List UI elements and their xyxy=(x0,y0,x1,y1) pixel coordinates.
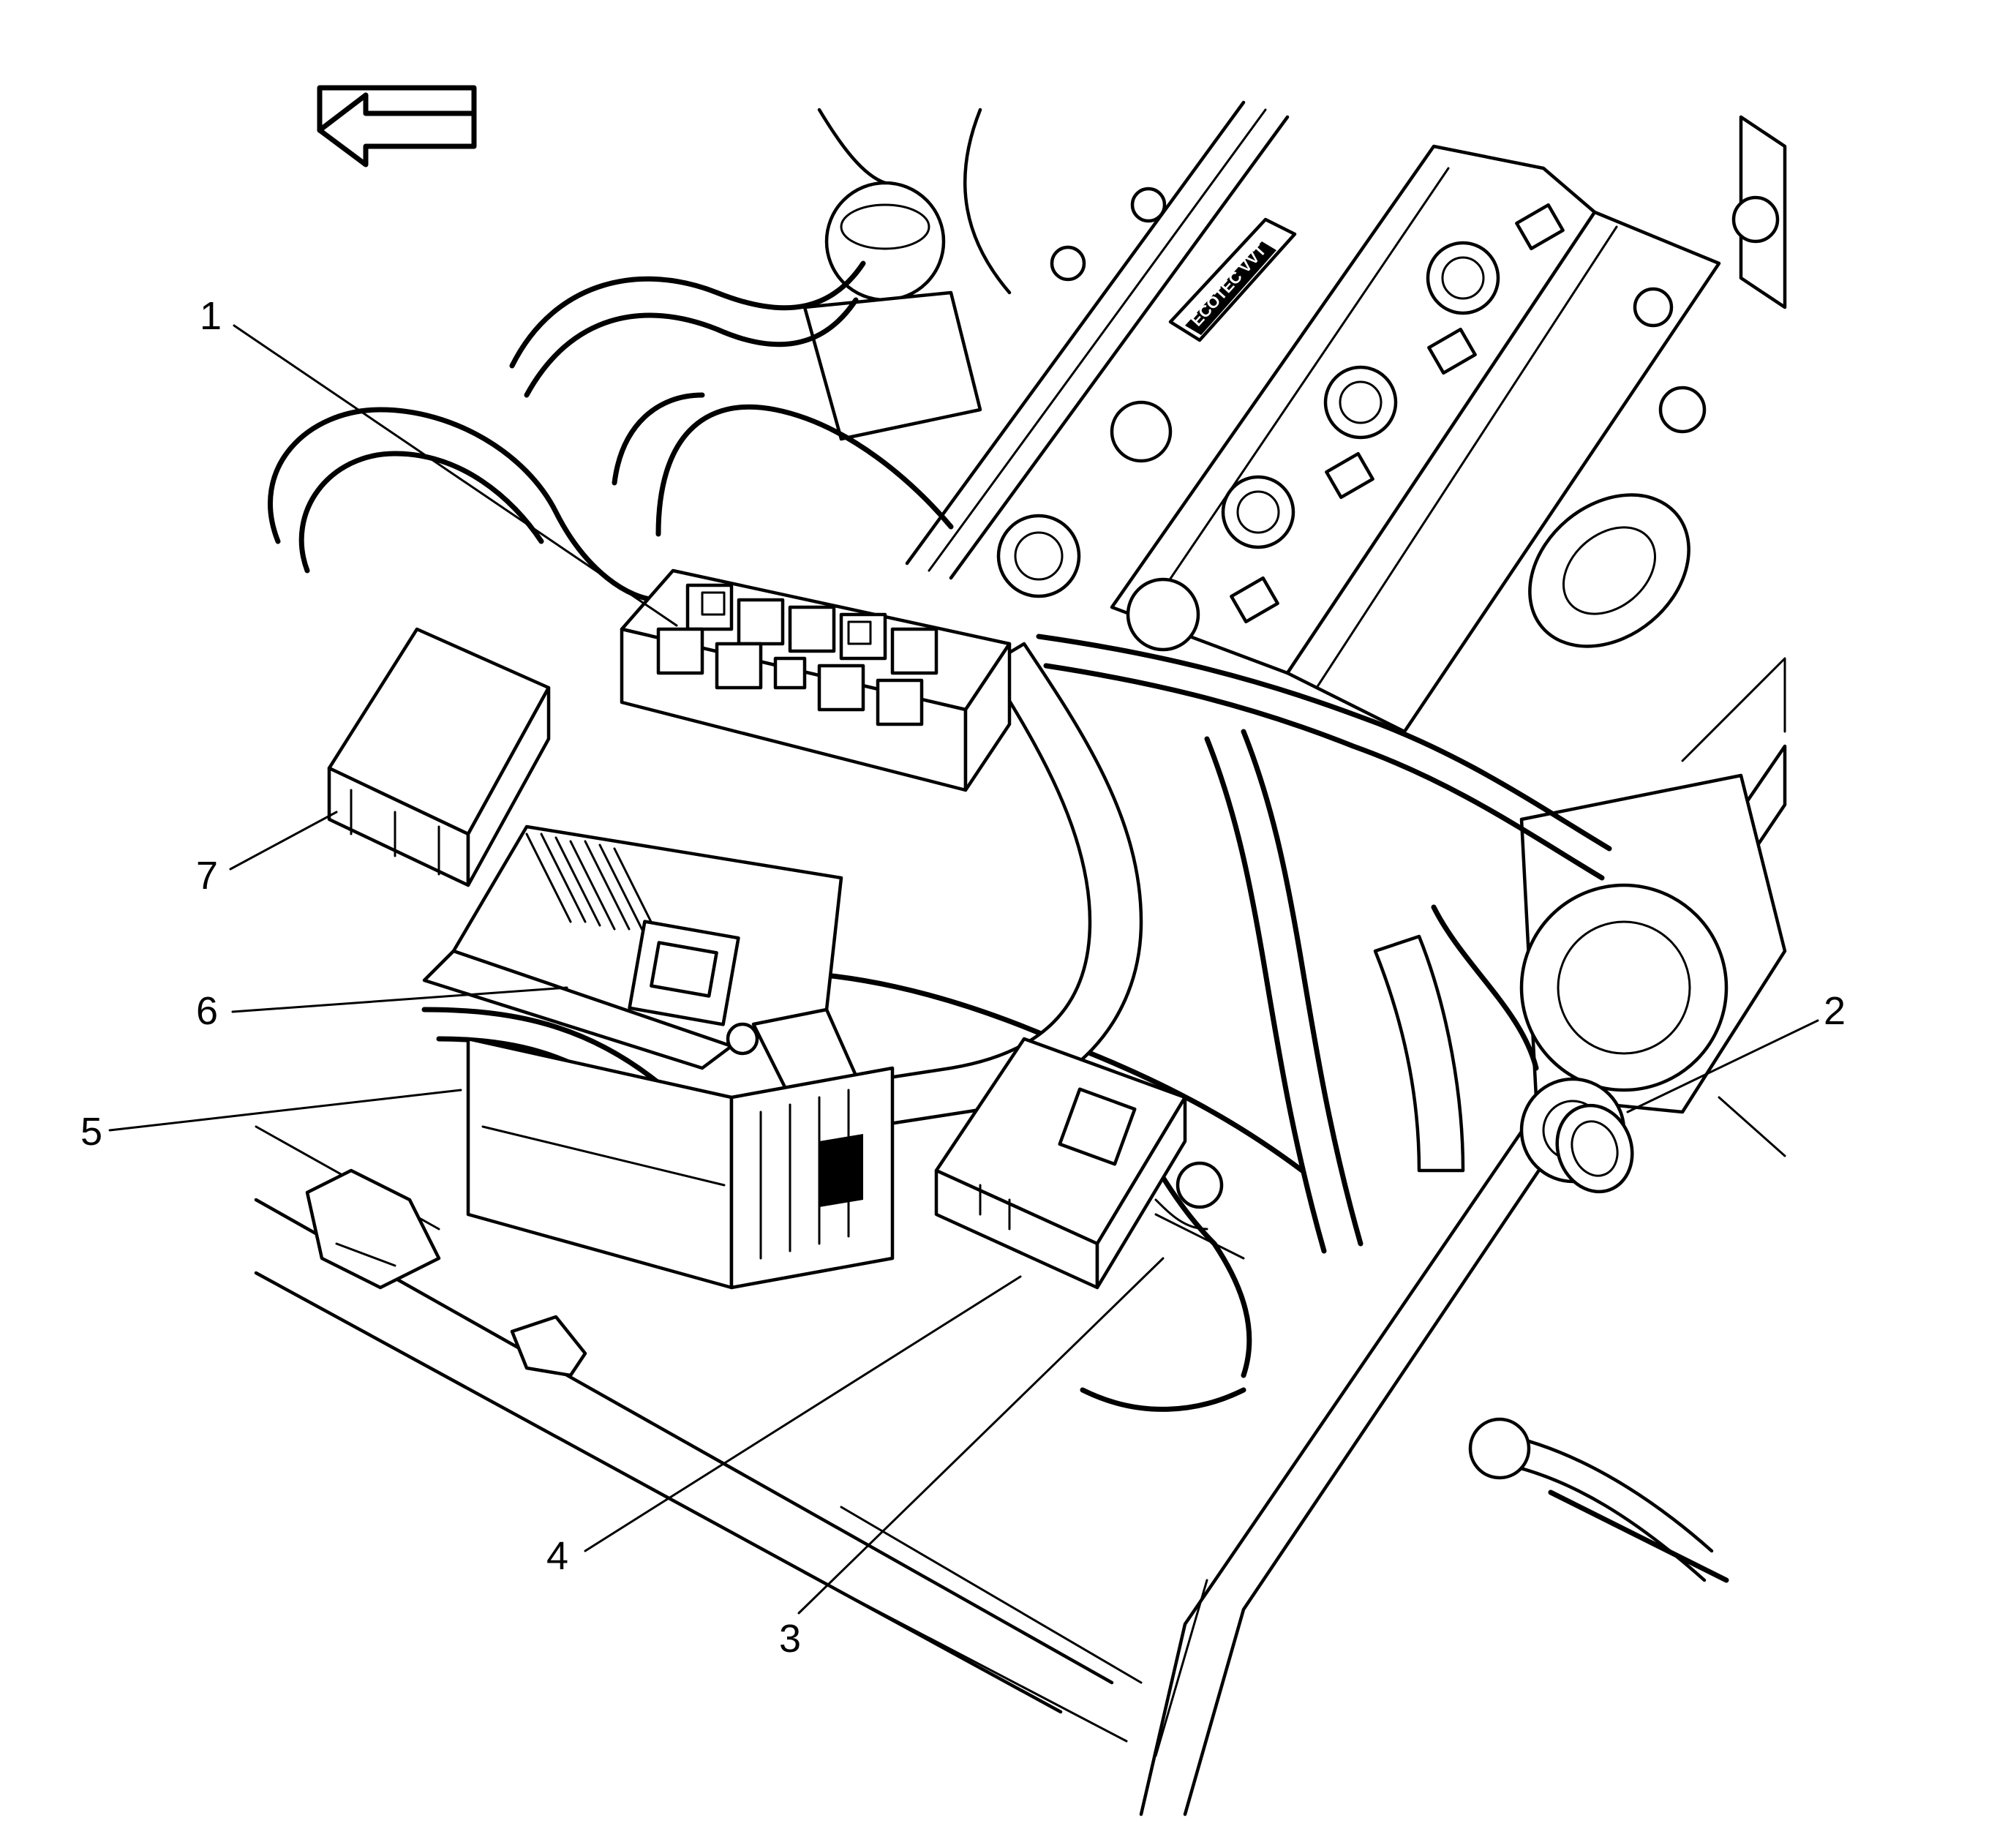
ecotec-logo-plate xyxy=(1168,217,1297,342)
ecotec-logo-text: ECOTEC VVT xyxy=(1187,241,1270,330)
upper-engine-components xyxy=(802,108,1787,441)
alternator-area xyxy=(1468,493,1787,1582)
fuel-rail xyxy=(905,100,1290,598)
engine-cam-cover xyxy=(1110,144,1721,734)
accessory-relay-box xyxy=(327,627,551,887)
battery-junction-box xyxy=(934,1037,1187,1290)
callout-labels: 1 2 3 4 5 6 7 xyxy=(80,294,1846,1661)
callout-2: 2 xyxy=(1824,989,1846,1033)
direction-arrow-left-icon xyxy=(317,85,477,168)
callout-1: 1 xyxy=(200,294,222,338)
oxygen-sensor-connector xyxy=(1555,1103,1634,1194)
callout-6: 6 xyxy=(196,989,218,1033)
underhood-fuse-block xyxy=(620,568,1012,792)
callout-7: 7 xyxy=(196,854,218,898)
callout-4: 4 xyxy=(546,1534,568,1578)
ground-terminal xyxy=(1154,1161,1245,1260)
callout-5: 5 xyxy=(80,1110,102,1154)
battery xyxy=(466,1037,895,1290)
engine-control-module xyxy=(422,824,858,1100)
callout-3: 3 xyxy=(779,1617,801,1661)
callout-leader-lines xyxy=(108,324,1819,1615)
